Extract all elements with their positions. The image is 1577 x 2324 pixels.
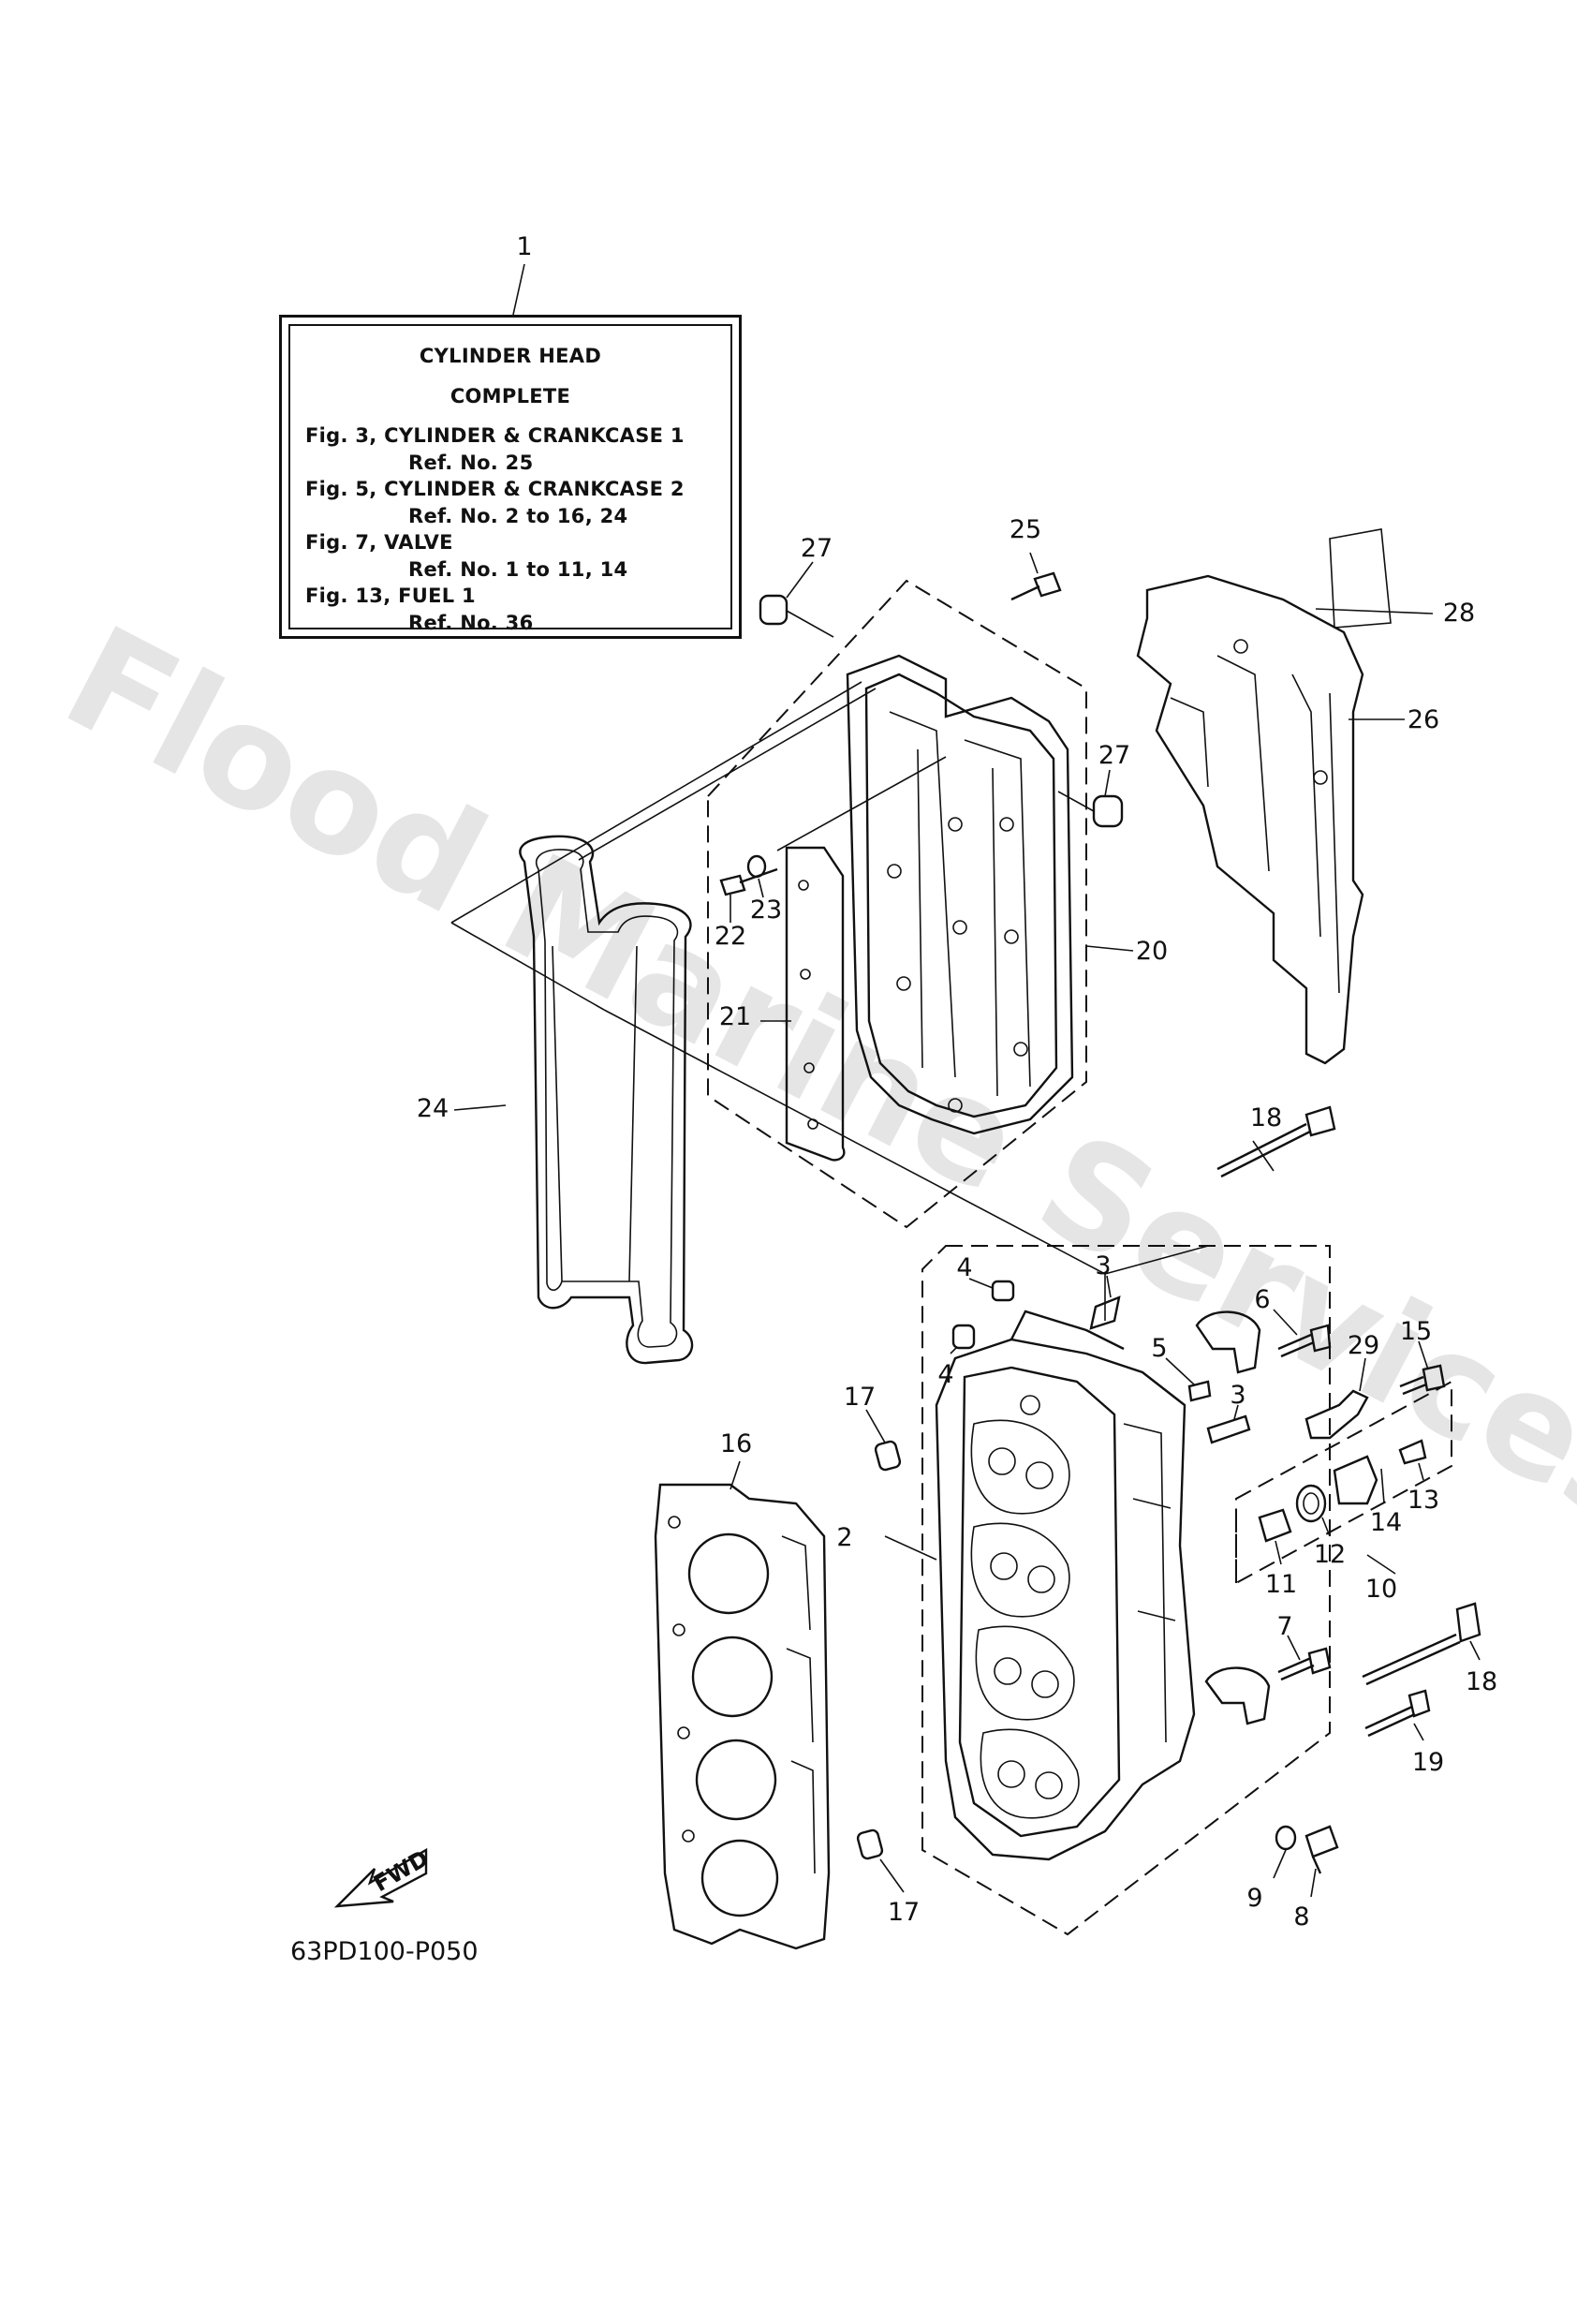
ref-fig-7: Fig. 7, VALVE [305, 531, 453, 554]
part-28-label [1329, 528, 1392, 629]
part-13-bolt [1398, 1439, 1427, 1465]
part-17-dowel-bottom [856, 1828, 884, 1860]
callout-2: 2 [836, 1523, 852, 1552]
callout-17: 17 [844, 1383, 876, 1412]
part-27-grommet-b [1057, 791, 1124, 828]
part-18-bolt-right [1362, 1602, 1481, 1686]
part-23-washer [746, 854, 767, 879]
callout-11: 11 [1265, 1570, 1297, 1599]
callout-17: 17 [888, 1898, 920, 1927]
reference-box-content: CYLINDER HEAD COMPLETE Fig. 3, CYLINDER … [288, 324, 732, 634]
ref-box-title-1: CYLINDER HEAD [419, 345, 602, 367]
callout-12: 12 [1314, 1540, 1346, 1569]
callout-4: 4 [956, 1253, 972, 1282]
callout-6: 6 [1254, 1285, 1270, 1314]
part-14-cover [1333, 1455, 1378, 1505]
ref-box-title-2: COMPLETE [450, 384, 571, 407]
bracket-upper [1195, 1310, 1261, 1374]
part-3-fitting-a [1089, 1295, 1121, 1330]
bracket-lower [1204, 1666, 1271, 1725]
callout-27: 27 [1098, 741, 1130, 770]
callout-5: 5 [1151, 1334, 1167, 1363]
part-2-cylinder-head [935, 1310, 1196, 1861]
callout-1: 1 [516, 232, 532, 261]
watermark: Flood Marine Services [40, 595, 1577, 1562]
fwd-label: FWD [369, 1845, 433, 1898]
callout-29: 29 [1348, 1331, 1379, 1360]
part-12-thermostat [1295, 1484, 1327, 1523]
callout-4: 4 [937, 1360, 953, 1389]
callout-19: 19 [1412, 1748, 1444, 1777]
part-16-head-gasket [654, 1483, 831, 1950]
part-11-plug [1258, 1508, 1292, 1543]
part-29-sensor [1304, 1389, 1369, 1440]
callout-28: 28 [1443, 599, 1475, 628]
ref-fig-7-ref: Ref. No. 1 to 11, 14 [408, 557, 628, 581]
part-26-cover-plate [1136, 574, 1364, 1065]
callout-numbers: 1233445678910111213141516171718181920212… [417, 232, 1497, 1932]
callout-7: 7 [1276, 1612, 1292, 1641]
callout-13: 13 [1408, 1486, 1439, 1515]
part-21-plate [785, 846, 846, 1162]
callout-8: 8 [1293, 1902, 1309, 1932]
part-20-head-cover [846, 654, 1074, 1135]
ref-fig-13-ref: Ref. No. 36 [408, 611, 534, 634]
cylinder-head-reference-box: CYLINDER HEAD COMPLETE Fig. 3, CYLINDER … [279, 315, 742, 639]
callout-14: 14 [1370, 1508, 1402, 1537]
ref-fig-5: Fig. 5, CYLINDER & CRANKCASE 2 [305, 478, 685, 500]
fwd-arrow-icon: FWD [333, 1845, 433, 1908]
callout-9: 9 [1246, 1884, 1262, 1913]
part-24-gasket [519, 835, 694, 1365]
ref-fig-3-ref: Ref. No. 25 [408, 451, 534, 474]
part-17-dowel-top [874, 1440, 902, 1472]
callout-3: 3 [1230, 1381, 1245, 1410]
part-18-bolt-top [1216, 1105, 1336, 1178]
callout-27: 27 [801, 534, 833, 563]
callout-23: 23 [750, 896, 782, 925]
callout-22: 22 [715, 922, 746, 951]
callout-20: 20 [1136, 937, 1168, 966]
part-4-plug-b [951, 1324, 976, 1350]
callout-25: 25 [1010, 515, 1041, 544]
part-6-bolt [1277, 1324, 1332, 1358]
part-25-bolt [1010, 571, 1062, 601]
diagram-code: 63PD100-P050 [290, 1937, 479, 1966]
part-9-washer [1275, 1825, 1297, 1851]
part-3-fitting-b [1206, 1414, 1251, 1444]
callout-18: 18 [1466, 1667, 1497, 1696]
part-7-bolt [1277, 1647, 1332, 1681]
callout-3: 3 [1095, 1251, 1111, 1280]
part-8-plug [1304, 1825, 1339, 1874]
part-4-plug-a [991, 1280, 1015, 1302]
part-19-bolt [1364, 1689, 1431, 1738]
part-27-grommet-a [759, 594, 834, 638]
callout-24: 24 [417, 1094, 449, 1123]
ref-fig-5-ref: Ref. No. 2 to 16, 24 [408, 504, 628, 527]
callout-18: 18 [1250, 1103, 1282, 1132]
callout-26: 26 [1408, 705, 1439, 734]
ref-fig-3: Fig. 3, CYLINDER & CRANKCASE 1 [305, 424, 685, 447]
callout-10: 10 [1365, 1575, 1397, 1604]
callout-21: 21 [719, 1002, 751, 1031]
ref-fig-13: Fig. 13, FUEL 1 [305, 585, 476, 607]
callout-16: 16 [720, 1429, 752, 1458]
part-5-pin [1187, 1380, 1212, 1402]
callout-15: 15 [1400, 1317, 1432, 1346]
